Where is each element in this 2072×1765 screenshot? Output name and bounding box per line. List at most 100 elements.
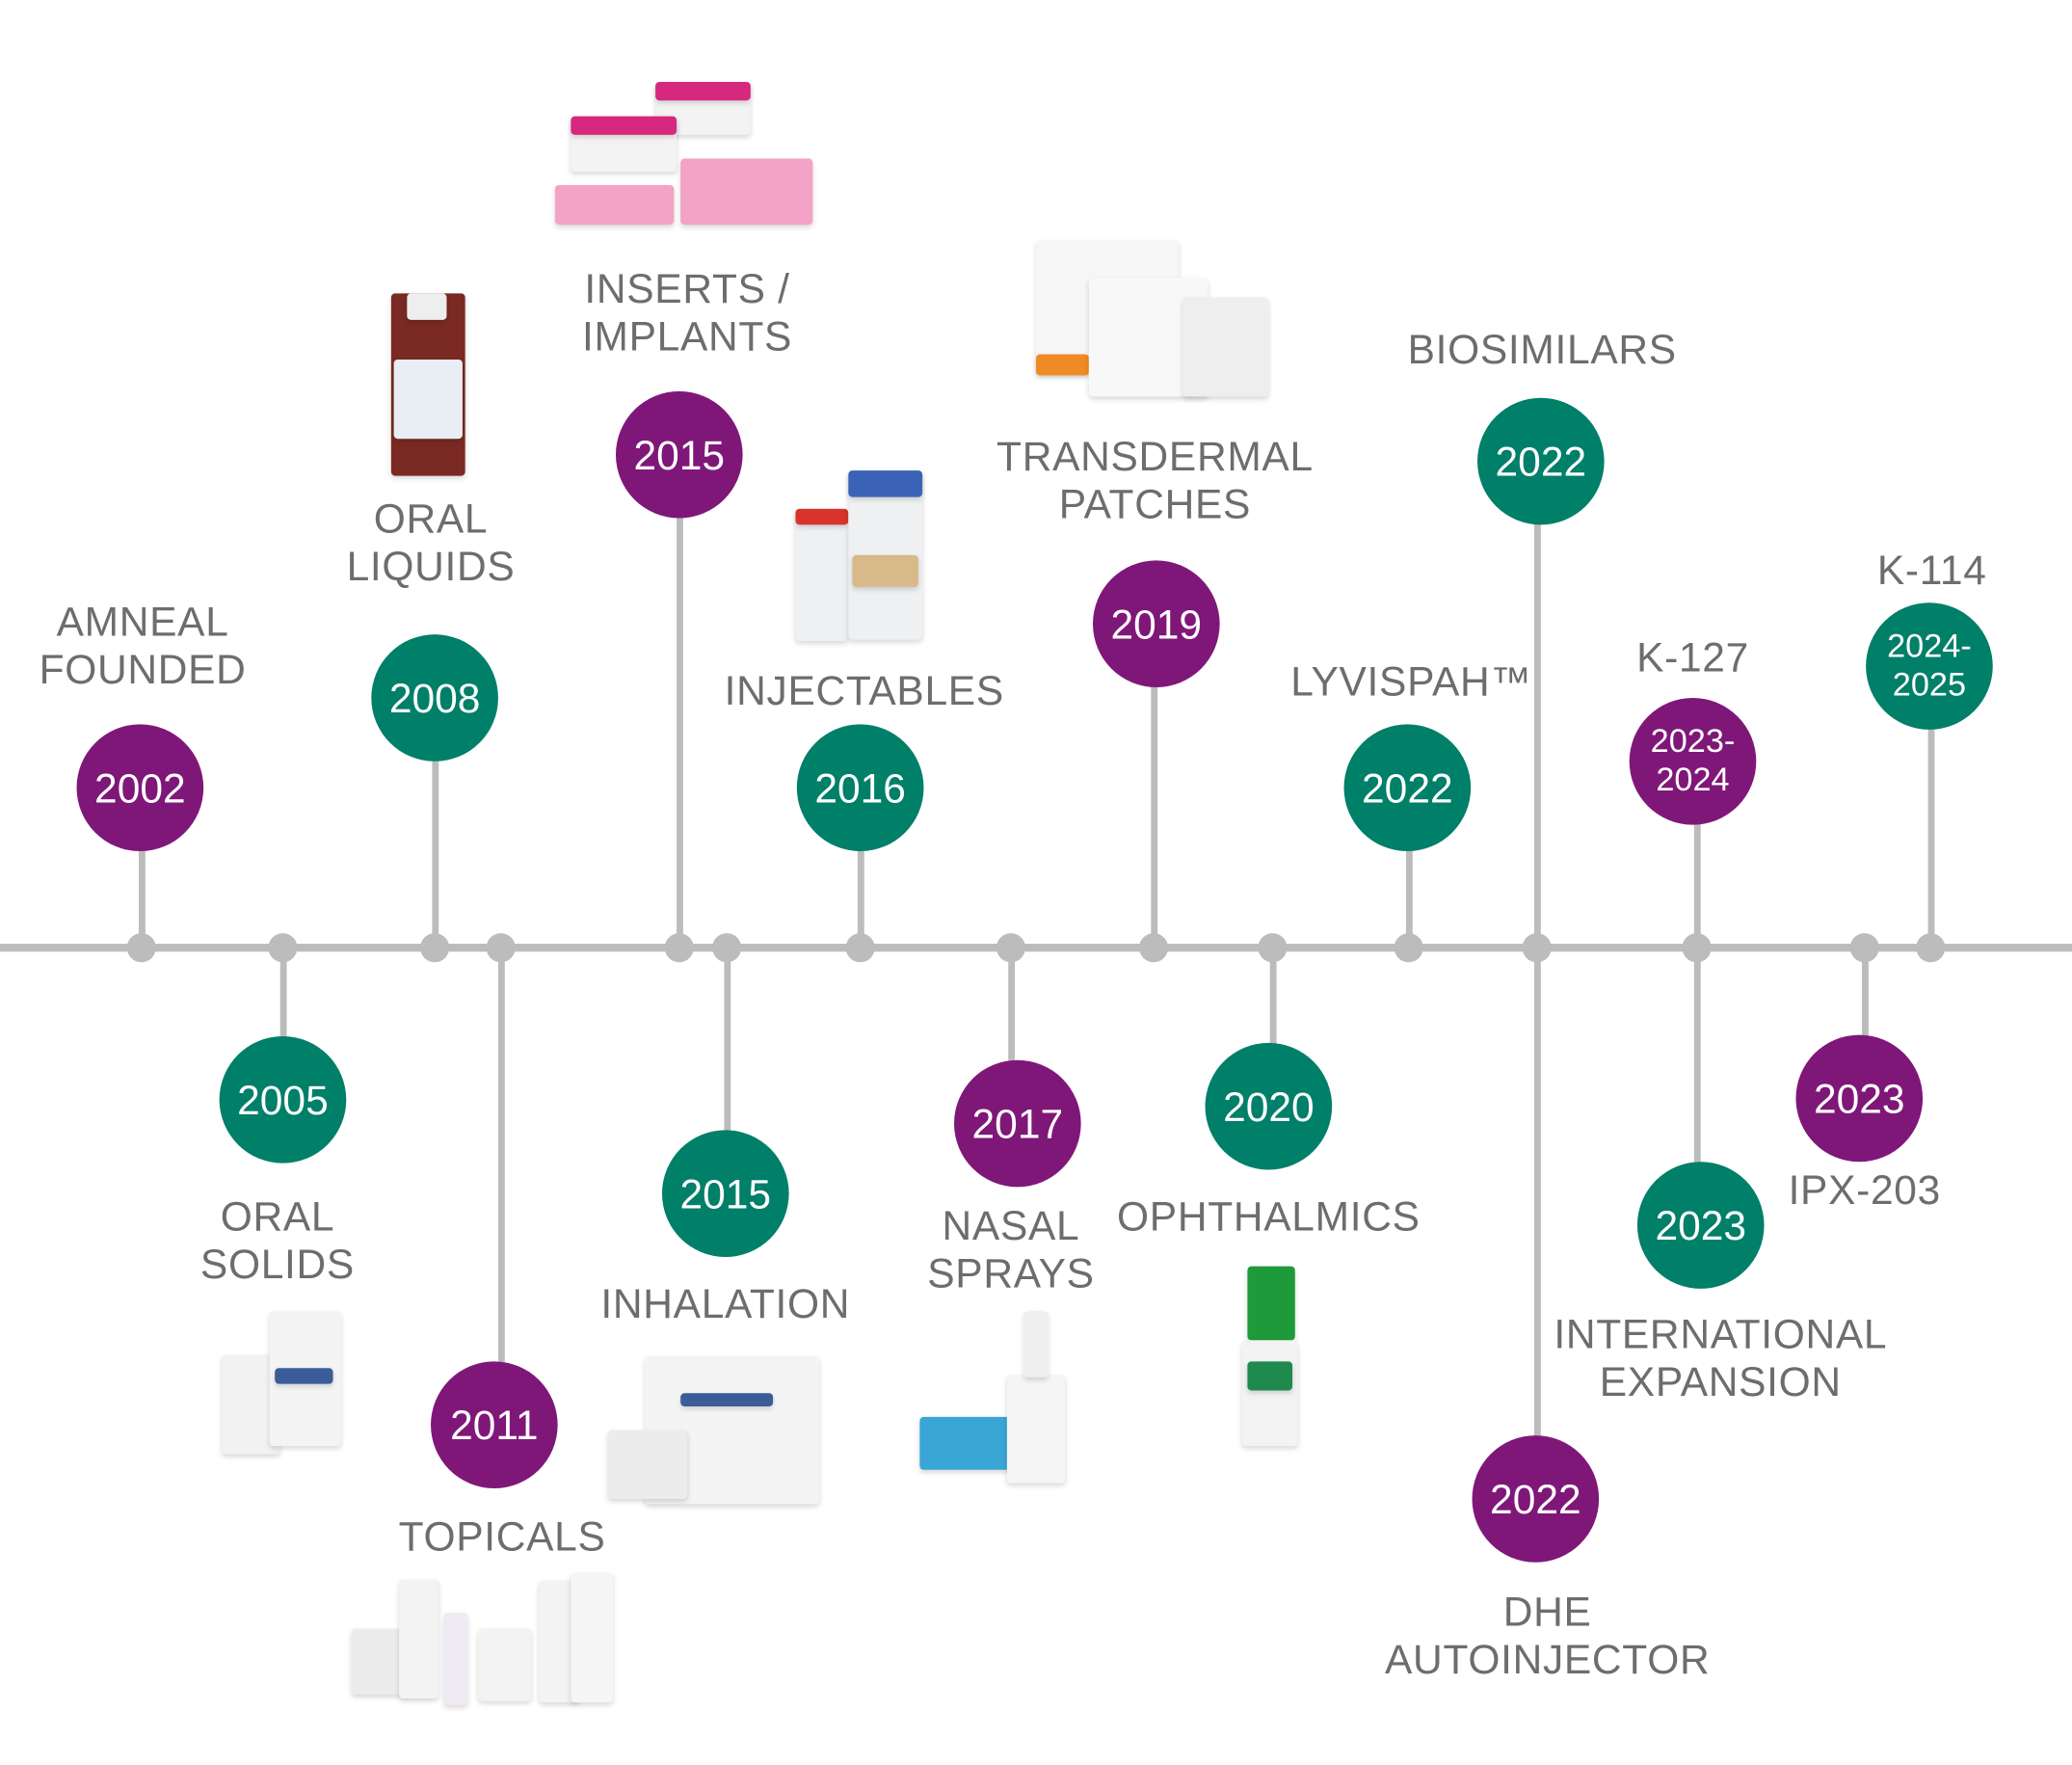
timeline-node — [1394, 933, 1423, 963]
product-shape — [680, 1393, 774, 1406]
milestone-label-line: LYVISPAH™ — [1290, 657, 1532, 705]
timeline-node — [1682, 933, 1712, 963]
timeline-connector — [1533, 948, 1541, 1499]
timeline-node — [268, 933, 298, 963]
product-shape — [795, 508, 849, 525]
milestone-label-line: INHALATION — [600, 1280, 851, 1327]
milestone-label-line: K-127 — [1636, 634, 1749, 682]
milestone-label: INSERTS /IMPLANTS — [582, 266, 792, 361]
product-shape — [919, 1416, 1013, 1470]
timeline-connector — [1405, 788, 1413, 949]
timeline-node — [420, 933, 450, 963]
milestone-label-line: FOUNDED — [39, 646, 247, 693]
milestone-label-line: IMPLANTS — [581, 312, 793, 360]
year-badge: 2024- 2025 — [1866, 602, 1993, 730]
milestone-label-line: INJECTABLES — [724, 667, 1004, 714]
milestone-label: LYVISPAH™ — [1290, 658, 1531, 706]
milestone-label: IPX-203 — [1789, 1167, 1941, 1215]
year-badge: 2015 — [661, 1130, 789, 1258]
milestone-label-line: SPRAYS — [927, 1250, 1095, 1297]
milestone-label-line: OPHTHALMICS — [1117, 1193, 1421, 1241]
milestone-label: OPHTHALMICS — [1117, 1193, 1421, 1241]
milestone-label-line: ORAL — [220, 1193, 335, 1241]
timeline-connector — [857, 788, 864, 949]
milestone-label-line: INSERTS / — [584, 265, 790, 312]
product-shape — [1182, 297, 1269, 397]
product-shape — [275, 1368, 333, 1384]
timeline-node — [486, 933, 516, 963]
product-shape — [848, 470, 923, 497]
year-badge: 2017 — [954, 1059, 1081, 1188]
timeline-node — [712, 933, 742, 963]
milestone-label-line: K-114 — [1876, 547, 1987, 594]
timeline-connector — [1150, 624, 1157, 949]
product-shape — [407, 293, 447, 320]
product-shape — [393, 359, 463, 440]
milestone-label-line: AUTOINJECTOR — [1385, 1636, 1711, 1683]
year-badge: 2019 — [1092, 560, 1220, 688]
year-badge: 2023 — [1795, 1034, 1924, 1163]
year-badge: 2005 — [219, 1036, 347, 1163]
timeline-node — [664, 933, 694, 963]
milestone-label: INJECTABLES — [725, 667, 1004, 714]
milestone-label-line: IPX-203 — [1788, 1166, 1941, 1214]
product-shape — [478, 1628, 532, 1701]
milestone-label-line: TOPICALS — [398, 1513, 606, 1561]
product-shape — [1006, 1375, 1066, 1484]
milestone-label: BIOSIMILARS — [1408, 327, 1677, 374]
timeline-connector — [1693, 761, 1701, 949]
timeline-connector — [1926, 666, 1934, 949]
timeline-connector — [676, 454, 683, 949]
milestone-label-line: DHE — [1502, 1589, 1592, 1636]
milestone-label-line: SOLIDS — [199, 1241, 355, 1288]
milestone-label: K-114 — [1877, 548, 1987, 595]
year-badge: 2016 — [796, 724, 924, 852]
year-badge: 2023 — [1636, 1162, 1765, 1289]
product-shape — [554, 184, 675, 226]
product-shape — [680, 158, 813, 226]
product-shape — [607, 1430, 688, 1499]
product-shape — [571, 1572, 614, 1703]
year-badge: 2015 — [615, 390, 743, 519]
timeline-connector — [723, 948, 731, 1194]
year-badge: 2023- 2024 — [1629, 697, 1757, 825]
product-shape — [1247, 1266, 1295, 1341]
timeline-connector — [1533, 461, 1541, 949]
product-shape — [443, 1612, 468, 1705]
year-badge: 2011 — [431, 1361, 558, 1488]
milestone-label: TOPICALS — [399, 1513, 606, 1561]
timeline-connector — [1693, 948, 1701, 1226]
milestone-label: INHALATION — [600, 1281, 850, 1328]
timeline-node — [126, 933, 156, 963]
year-badge: 2022 — [1343, 724, 1472, 852]
milestone-label-line: ORAL — [373, 495, 489, 543]
timeline-node — [996, 933, 1026, 963]
timeline-axis — [0, 944, 2072, 952]
year-badge: 2020 — [1205, 1042, 1333, 1170]
milestone-label-line: BIOSIMILARS — [1407, 326, 1677, 373]
timeline-connector — [138, 788, 146, 949]
timeline-connector — [279, 948, 286, 1100]
product-shape — [852, 554, 918, 587]
milestone-label-line: TRANSDERMAL — [996, 433, 1314, 480]
timeline-node — [845, 933, 875, 963]
milestone-label-line: LIQUIDS — [346, 543, 516, 590]
milestone-label-line: NASAL — [942, 1202, 1080, 1249]
timeline-node — [1258, 933, 1288, 963]
timeline-connector — [431, 697, 438, 949]
product-shape — [1247, 1361, 1293, 1391]
product-shape — [1241, 1340, 1298, 1447]
timeline-node — [1916, 933, 1946, 963]
year-badge: 2002 — [76, 724, 204, 852]
year-badge: 2008 — [371, 634, 498, 762]
product-shape — [399, 1579, 439, 1698]
milestone-label-line: AMNEAL — [56, 599, 229, 646]
product-shape — [571, 116, 677, 135]
timeline-node — [1849, 933, 1879, 963]
